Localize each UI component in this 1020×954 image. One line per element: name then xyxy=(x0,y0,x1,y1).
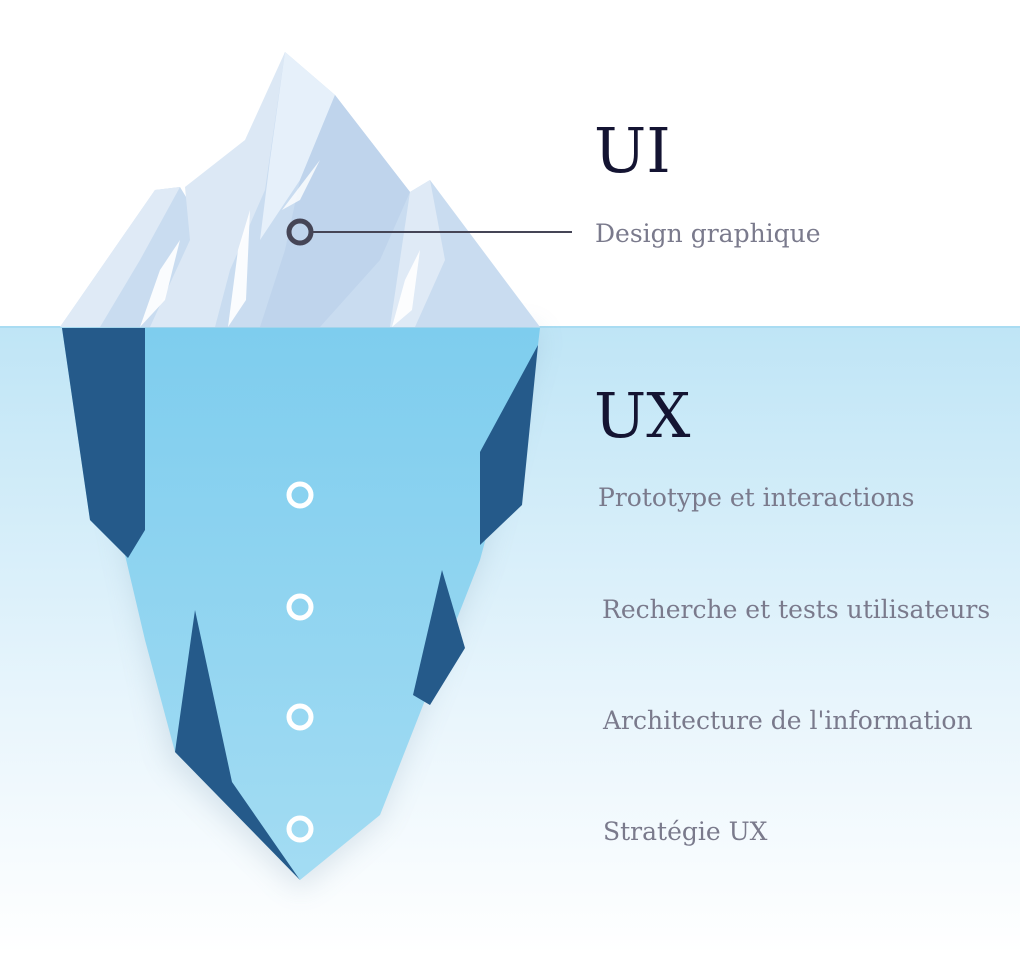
ui-item-label: Design graphique xyxy=(595,219,821,248)
marker-dark-icon xyxy=(286,218,314,246)
ux-item-label: Prototype et interactions xyxy=(598,483,914,512)
ui-heading: UI xyxy=(594,114,671,187)
ux-item-prototype: Prototype et interactions xyxy=(286,481,914,512)
ux-item-label: Stratégie UX xyxy=(603,817,768,846)
ux-heading: UX xyxy=(594,379,690,452)
iceberg-body xyxy=(62,328,540,880)
ux-item-recherche: Recherche et tests utilisateurs xyxy=(286,593,990,624)
marker-light-icon xyxy=(286,815,314,843)
ux-item-strategie: Stratégie UX xyxy=(286,815,768,846)
ux-item-label: Architecture de l'information xyxy=(602,706,973,735)
iceberg-tip xyxy=(60,52,540,327)
marker-light-icon xyxy=(286,703,314,731)
marker-light-icon xyxy=(286,481,314,509)
marker-light-icon xyxy=(286,593,314,621)
ux-item-architecture: Architecture de l'information xyxy=(286,703,973,735)
ui-item-design-graphique: Design graphique xyxy=(286,218,821,248)
ux-item-label: Recherche et tests utilisateurs xyxy=(602,595,990,624)
